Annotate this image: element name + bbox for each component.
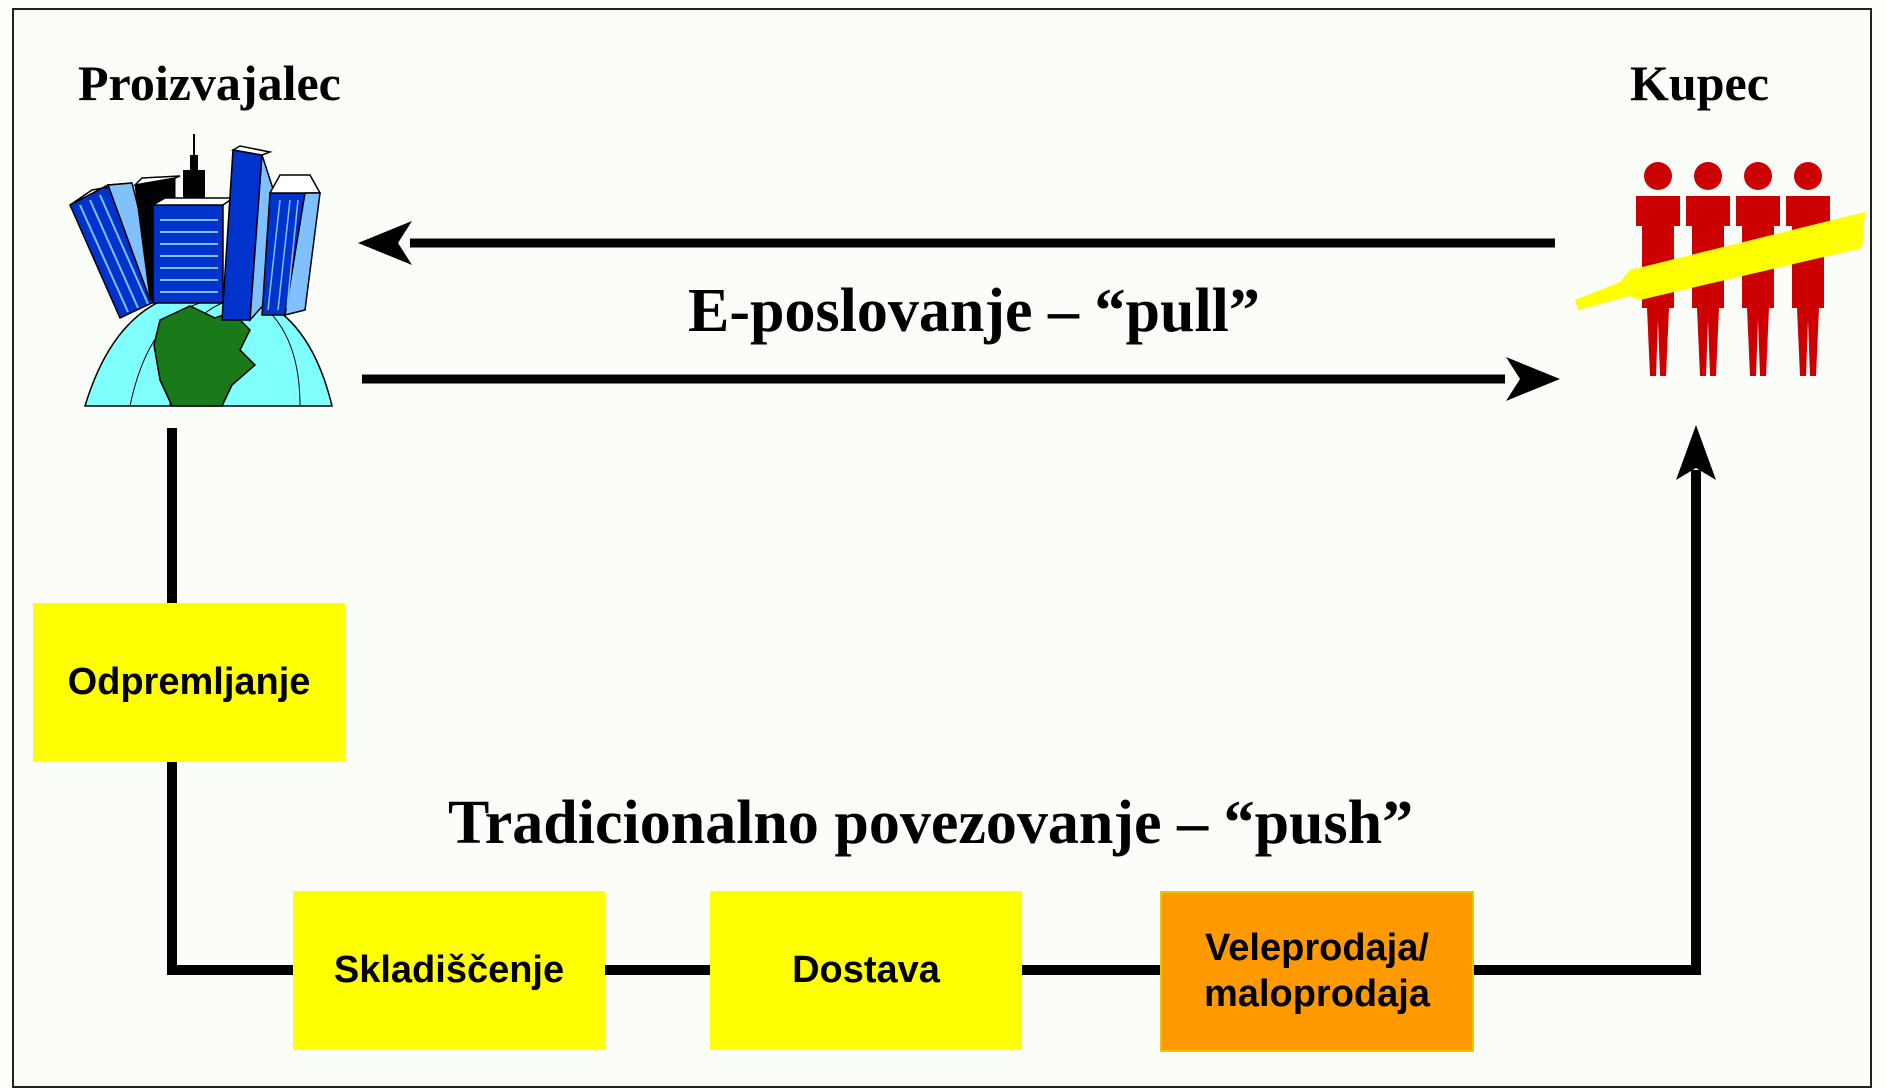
dispatch-box: Odpremljanje xyxy=(33,603,345,762)
traditional-push-label: Tradicionalno povezovanje – “push” xyxy=(448,789,1414,857)
delivery-label: Dostava xyxy=(792,948,940,991)
ebusiness-pull-label: E-poslovanje – “pull” xyxy=(688,277,1260,345)
warehousing-box: Skladiščenje xyxy=(293,891,605,1050)
push-path xyxy=(167,425,1716,975)
people-group-icon xyxy=(1575,162,1865,376)
pull-arrow-right xyxy=(362,357,1560,401)
dispatch-label: Odpremljanje xyxy=(67,660,311,703)
producer-label: Proizvajalec xyxy=(78,55,341,111)
customer-label: Kupec xyxy=(1630,55,1769,111)
warehousing-label: Skladiščenje xyxy=(333,948,565,991)
city-globe-icon xyxy=(69,134,333,407)
retail-label: Veleprodaja/ maloprodaja xyxy=(1204,926,1430,1015)
pull-arrow-left xyxy=(358,221,1555,265)
retail-box: Veleprodaja/ maloprodaja xyxy=(1160,891,1474,1052)
delivery-box: Dostava xyxy=(710,891,1022,1050)
